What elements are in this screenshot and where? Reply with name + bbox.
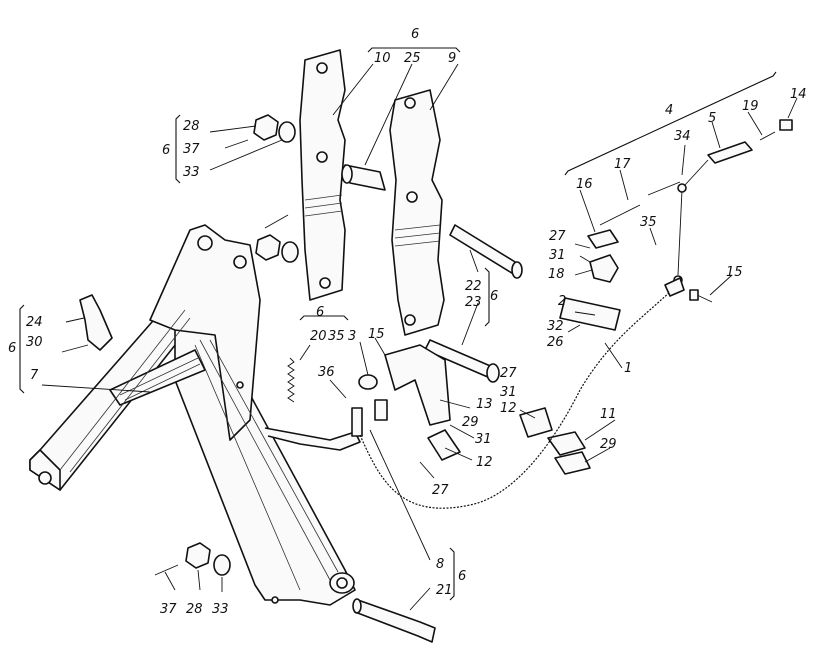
plate-9 [389, 89, 445, 336]
braces [19, 47, 777, 601]
label-4: 4 [665, 103, 673, 118]
label-27-top: 27 [549, 229, 566, 244]
label-19: 19 [742, 99, 759, 114]
leader-lines [41, 63, 798, 611]
label-16: 16 [576, 177, 593, 192]
label-35-mid: 35 [328, 329, 345, 344]
label-10: 10 [374, 51, 391, 66]
label-11: 11 [600, 407, 617, 422]
label-13: 13 [476, 397, 493, 412]
label-37-bottom: 37 [160, 602, 177, 617]
label-15-right: 15 [726, 265, 743, 280]
label-31-mid: 31 [500, 385, 517, 400]
label-29-mid: 29 [462, 415, 479, 430]
label-35-right: 35 [640, 215, 657, 230]
label-2: 2 [558, 294, 566, 309]
label-28-top: 28 [183, 119, 200, 134]
label-28-bottom: 28 [186, 602, 203, 617]
part-labels: 1 2 3 4 5 6 6 6 6 6 6 7 8 9 10 11 12 12 … [8, 27, 807, 617]
bracket-11 [547, 431, 591, 475]
label-6-pins: 6 [490, 289, 498, 304]
part-18 [587, 229, 619, 283]
label-33-top: 33 [183, 165, 200, 180]
label-6-bottom: 6 [458, 569, 466, 584]
label-8: 8 [436, 557, 444, 572]
label-27-mid: 27 [500, 366, 517, 381]
label-6-left: 6 [8, 341, 16, 356]
label-36: 36 [318, 365, 335, 380]
label-24: 24 [26, 315, 43, 330]
label-20: 20 [310, 329, 327, 344]
label-3: 3 [348, 329, 356, 344]
part-3 [358, 374, 378, 390]
label-29-right: 29 [600, 437, 617, 452]
label-12-bottom: 12 [476, 455, 493, 470]
label-26: 26 [547, 335, 564, 350]
label-23: 23 [465, 295, 482, 310]
spacer-25 [341, 164, 386, 191]
label-32: 32 [547, 319, 564, 334]
label-9: 9 [448, 51, 456, 66]
label-1: 1 [624, 361, 632, 376]
pin-21 [352, 598, 436, 643]
bracket-13 [384, 344, 451, 426]
pin-23 [424, 339, 500, 383]
linkage-4 [599, 119, 793, 285]
lever-8 [264, 399, 388, 451]
label-17: 17 [614, 157, 631, 172]
cable-1 [359, 277, 685, 509]
label-31-bottom: 31 [475, 432, 492, 447]
label-34: 34 [674, 129, 691, 144]
label-14: 14 [790, 87, 807, 102]
nut-assembly-top [224, 114, 296, 149]
label-6-top: 6 [411, 27, 419, 42]
plate-10 [299, 49, 346, 301]
label-21: 21 [436, 583, 453, 598]
label-37-top: 37 [183, 142, 200, 157]
spring-20 [287, 357, 295, 403]
label-27-bottom: 27 [432, 483, 449, 498]
nut-assembly-bottom [154, 542, 231, 576]
label-12-right: 12 [500, 401, 517, 416]
label-33-bottom: 33 [212, 602, 229, 617]
plate-12 [427, 407, 553, 461]
label-25: 25 [404, 51, 421, 66]
label-30: 30 [26, 335, 43, 350]
label-18: 18 [548, 267, 565, 282]
label-22: 22 [465, 279, 482, 294]
part-24 [61, 294, 113, 353]
label-6-spring: 6 [316, 305, 324, 320]
label-7: 7 [30, 368, 39, 383]
label-15-mid: 15 [368, 327, 385, 342]
pin-15 [689, 289, 713, 303]
pin-22 [449, 224, 523, 279]
nut-assembly-mid [255, 214, 299, 263]
label-5: 5 [708, 111, 716, 126]
label-31-top: 31 [549, 248, 566, 263]
label-6-nut: 6 [162, 143, 170, 158]
